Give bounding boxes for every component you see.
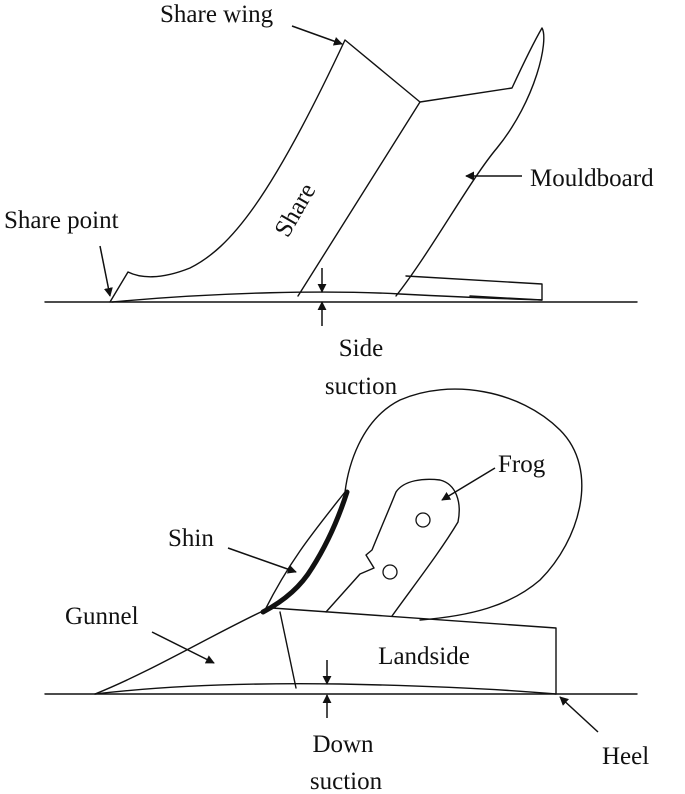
share-label: Share xyxy=(270,179,322,242)
side-suction-label-line2: suction xyxy=(325,373,398,400)
landside-outline xyxy=(271,607,557,695)
side-landside-plate xyxy=(405,275,543,301)
landside-label: Landside xyxy=(378,643,470,670)
share-outline xyxy=(109,39,421,303)
share-wing-arrow xyxy=(291,25,343,46)
down-suction-label-line1: Down xyxy=(312,731,374,758)
shin-label: Shin xyxy=(168,525,214,552)
balloon-mouldboard-outline xyxy=(264,388,583,621)
bottom-view: Frog Shin Gunnel Landside Down suction H… xyxy=(44,388,649,794)
mouldboard-label: Mouldboard xyxy=(530,165,654,192)
shin-arrow xyxy=(227,547,297,574)
gunnel-label: Gunnel xyxy=(65,603,139,630)
frog-bolt-hole-lower xyxy=(382,564,398,580)
share-point-arrow xyxy=(99,245,113,297)
heel-arrow xyxy=(559,696,599,733)
frog-label: Frog xyxy=(498,451,546,478)
gunnel-outline xyxy=(94,609,266,695)
heel-label: Heel xyxy=(602,743,649,770)
side-view: Share wing Share Mouldboard Share point … xyxy=(4,1,654,400)
share-point-label: Share point xyxy=(4,207,119,234)
shin-edge xyxy=(260,489,350,615)
mouldboard-outline xyxy=(395,27,545,297)
down-suction-label-line2: suction xyxy=(310,768,383,794)
gunnel-arrow xyxy=(151,631,215,664)
share-wing-label: Share wing xyxy=(160,1,274,28)
frog-outline xyxy=(325,478,460,617)
frog-arrow xyxy=(441,467,496,501)
frog-bolt-hole-upper xyxy=(415,512,431,528)
side-suction-label-line1: Side xyxy=(339,335,383,362)
side-sole-curve xyxy=(111,291,543,303)
bottom-sole-curve xyxy=(94,682,557,695)
